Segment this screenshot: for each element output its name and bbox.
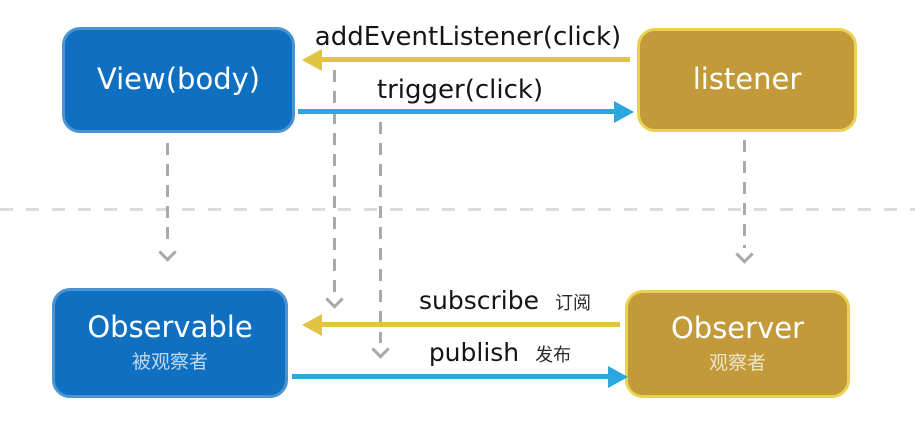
arrowhead-left-icon — [302, 314, 322, 336]
listener-node: listener — [637, 28, 857, 132]
arrowhead-left-icon — [302, 49, 322, 71]
subscribe-arrow — [318, 322, 620, 327]
arrowhead-down-icon — [735, 245, 754, 264]
subscribe-label-zh: 订阅 — [554, 293, 591, 314]
listener-to-observer-connector — [743, 140, 746, 248]
view-body-label: View(body) — [96, 62, 261, 97]
view-body-node: View(body) — [62, 27, 295, 133]
observer-label: Observer — [670, 310, 805, 345]
trigger-to-publish-connector — [379, 122, 382, 343]
publish-label: publish — [428, 338, 520, 367]
publish-label-zh: 发布 — [535, 345, 572, 366]
trigger-arrow — [298, 109, 616, 114]
observable-sublabel: 被观察者 — [131, 351, 208, 374]
arrowhead-down-icon — [158, 243, 177, 262]
observer-sublabel: 观察者 — [708, 352, 766, 375]
publish-label-row: publish 发布 — [335, 338, 665, 367]
addeventlistener-to-subscribe-connector — [333, 70, 336, 293]
view-to-observable-connector — [166, 143, 169, 246]
observable-node: Observable 被观察者 — [52, 288, 288, 398]
subscribe-label: subscribe — [419, 286, 539, 315]
arrowhead-right-icon — [608, 366, 628, 388]
publish-arrow — [292, 374, 610, 379]
add-event-listener-arrow — [318, 57, 630, 62]
observer-node: Observer 观察者 — [625, 290, 850, 398]
observable-label: Observable — [87, 309, 253, 344]
arrowhead-right-icon — [614, 101, 634, 123]
subscribe-label-row: subscribe 订阅 — [340, 286, 670, 315]
trigger-label: trigger(click) — [376, 75, 544, 105]
add-event-listener-label: addEventListener(click) — [314, 22, 622, 52]
listener-label: listener — [692, 62, 802, 97]
analogy-divider-line — [0, 208, 915, 211]
